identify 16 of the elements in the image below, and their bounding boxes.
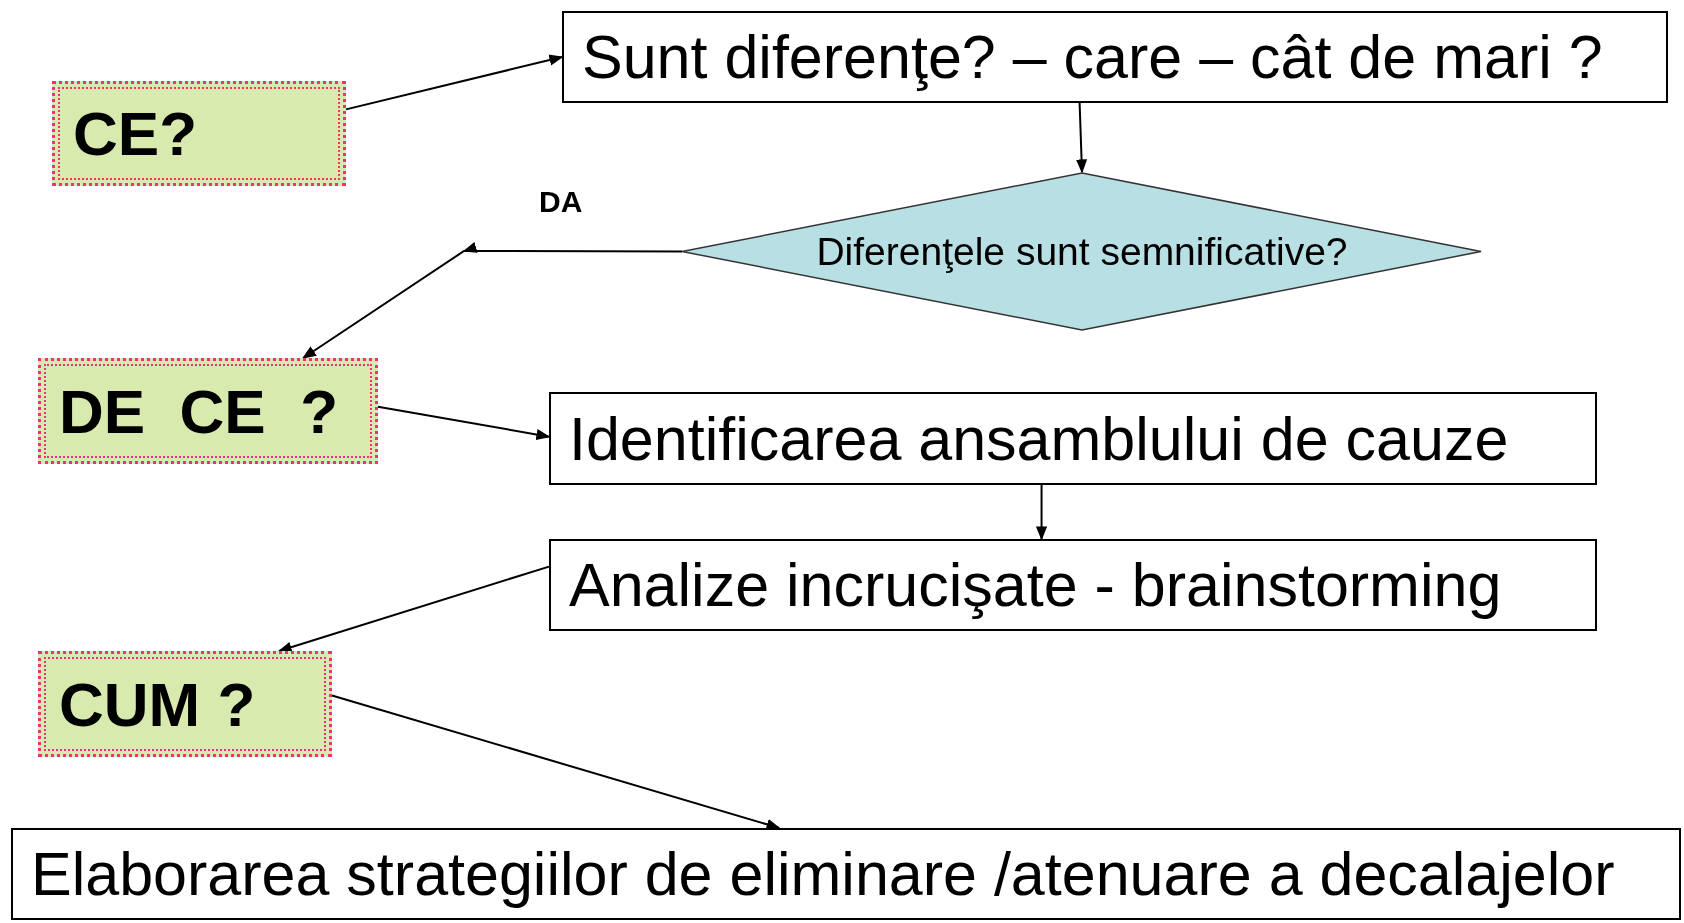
node-text: Identificarea ansamblului de cauze: [569, 403, 1509, 474]
node-text: Analize incrucişate - brainstorming: [569, 550, 1502, 620]
node-text: Elaborarea strategiilor de eliminare /atenuare a decalajelor: [31, 839, 1615, 909]
question-box: [38, 651, 332, 757]
node-text: DE CE ?: [59, 375, 339, 447]
question-box: [52, 81, 346, 186]
process-box: [549, 539, 1597, 631]
process-box: [562, 11, 1668, 103]
node-text: Diferenţele sunt semnificative?: [816, 229, 1348, 274]
process-box: [549, 392, 1597, 485]
process-box: [11, 828, 1681, 920]
node-text: Sunt diferenţe? – care – cât de mari ?: [582, 22, 1603, 92]
node-text: CUM ?: [59, 668, 256, 740]
decision-diamond: [682, 172, 1482, 331]
question-box: [38, 358, 378, 464]
node-text: CE?: [73, 98, 197, 169]
